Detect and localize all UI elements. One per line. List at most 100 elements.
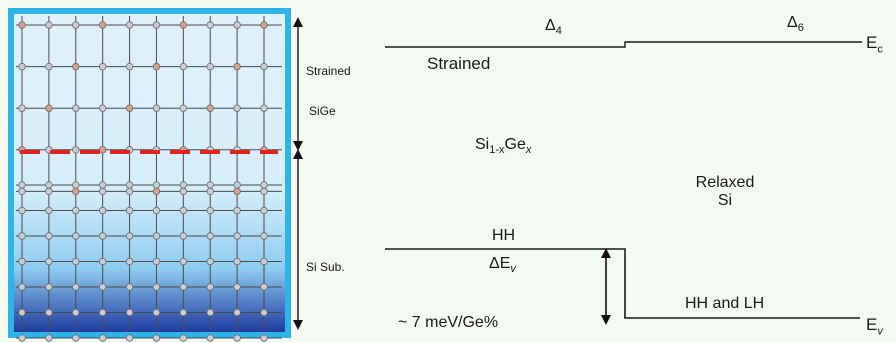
substrate-atom xyxy=(72,181,80,189)
substrate-atom xyxy=(72,206,80,215)
substrate-atom xyxy=(179,232,188,240)
substrate-atom xyxy=(260,334,268,342)
valence-band-edge-label: Ev xyxy=(866,315,883,338)
strained-atom xyxy=(206,21,214,29)
substrate-atom xyxy=(98,232,107,240)
strained-atom xyxy=(125,21,134,29)
substrate-atom xyxy=(45,257,53,266)
substrate-atom xyxy=(125,334,134,342)
substrate-atom xyxy=(233,283,241,291)
strained-atom xyxy=(45,21,53,29)
substrate-atom xyxy=(152,308,161,317)
substrate-atom xyxy=(98,206,107,215)
strained-atom xyxy=(98,62,107,71)
substrate-atom xyxy=(206,206,214,215)
substrate-atom xyxy=(260,181,268,189)
substrate-atom xyxy=(152,232,161,240)
substrate-atom xyxy=(18,283,26,291)
substrate-atom xyxy=(206,257,214,266)
substrate-atom xyxy=(179,206,188,215)
substrate-atom xyxy=(206,181,214,189)
substrate-atom xyxy=(18,181,26,189)
strained-atom xyxy=(260,104,268,112)
substrate-atom xyxy=(45,308,53,317)
si-substrate-side-label: Si Sub. xyxy=(306,260,345,274)
substrate-atom xyxy=(179,283,188,291)
substrate-atom xyxy=(260,257,268,266)
strained-atom xyxy=(98,146,107,154)
strained-atom xyxy=(98,104,107,112)
substrate-atom xyxy=(260,283,268,291)
heavy-hole-label: HH xyxy=(492,227,516,244)
strained-atom xyxy=(152,21,161,29)
strained-atom xyxy=(125,62,134,71)
substrate-atom xyxy=(125,206,134,215)
delta-ev-label: ΔEv xyxy=(489,255,516,276)
strained-atom xyxy=(152,62,161,71)
substrate-atom xyxy=(72,283,80,291)
substrate-atom xyxy=(152,334,161,342)
substrate-atom xyxy=(125,257,134,266)
substrate-atom xyxy=(260,308,268,317)
strained-atom xyxy=(206,104,214,112)
strained-atom xyxy=(233,62,241,71)
substrate-atom xyxy=(206,334,214,342)
substrate-atom xyxy=(72,232,80,240)
substrate-atom xyxy=(179,334,188,342)
strained-atom xyxy=(206,62,214,71)
strained-atom xyxy=(179,104,188,112)
substrate-atom xyxy=(45,206,53,215)
valence-band-line xyxy=(385,248,860,319)
strained-atom xyxy=(18,104,26,112)
substrate-atom xyxy=(152,257,161,266)
substrate-atom xyxy=(206,232,214,240)
strained-atom xyxy=(18,62,26,71)
substrate-atom xyxy=(233,232,241,240)
substrate-atom xyxy=(45,283,53,291)
strained-atom xyxy=(72,21,80,29)
substrate-atom xyxy=(233,308,241,317)
strained-atom xyxy=(260,21,268,29)
strained-atom xyxy=(233,104,241,112)
substrate-atom xyxy=(233,257,241,266)
delta4-label: Δ4 xyxy=(545,17,562,38)
strained-atom xyxy=(125,104,134,112)
substrate-atom xyxy=(260,232,268,240)
offset-rate-label: ~ 7 meV/Ge% xyxy=(398,314,499,331)
substrate-atom xyxy=(125,232,134,240)
strained-atom xyxy=(45,104,53,112)
substrate-atom xyxy=(18,257,26,266)
alloy-composition-label: Si1-xGex xyxy=(475,136,532,157)
strained-atom xyxy=(72,104,80,112)
substrate-atom xyxy=(72,257,80,266)
substrate-atom xyxy=(18,206,26,215)
substrate-atom xyxy=(125,181,134,189)
relaxed-si-label: Relaxed Si xyxy=(695,174,755,209)
strained-atom xyxy=(72,62,80,71)
hh-and-lh-label: HH and LH xyxy=(685,295,765,312)
substrate-atom xyxy=(45,334,53,342)
delta6-label: Δ6 xyxy=(787,14,804,35)
substrate-atom xyxy=(260,206,268,215)
strained-atom xyxy=(18,21,26,29)
strained-atom xyxy=(72,146,80,154)
substrate-atom xyxy=(98,257,107,266)
substrate-atom xyxy=(98,308,107,317)
strained-atom xyxy=(179,62,188,71)
substrate-atom xyxy=(152,181,161,189)
substrate-atom xyxy=(125,308,134,317)
substrate-atom xyxy=(72,334,80,342)
substrate-atom xyxy=(179,181,188,189)
substrate-atom xyxy=(98,334,107,342)
strained-side-label: Strained xyxy=(306,64,351,78)
conduction-band-edge-label: Ec xyxy=(866,33,883,56)
substrate-atom xyxy=(98,283,107,291)
substrate-atom xyxy=(206,308,214,317)
substrate-atom xyxy=(72,308,80,317)
substrate-atom xyxy=(233,181,241,189)
substrate-atom xyxy=(233,206,241,215)
strained-atom xyxy=(152,104,161,112)
